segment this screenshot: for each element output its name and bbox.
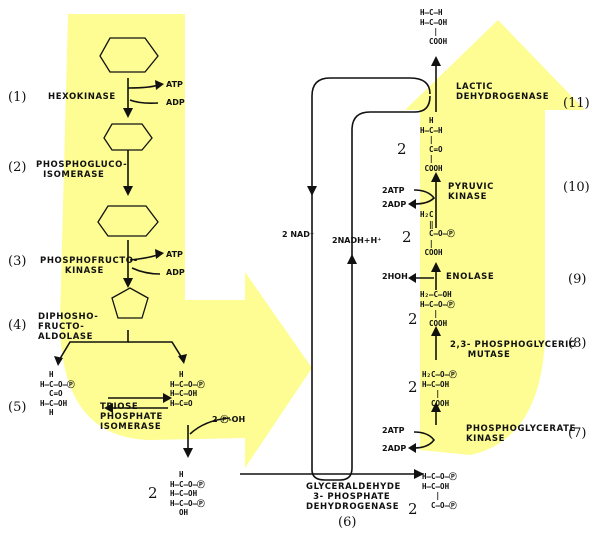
enzyme-label-g3p-dehydrogenase: GLYCERALDEHYDE 3- PHOSPHATE DEHYDROGENAS… — [306, 482, 401, 512]
enzyme-label-phosphoglucoisomerase: PHOSPHOGLUCO- ISOMERASE — [36, 160, 128, 180]
cofactor-adp-1: ADP — [166, 98, 185, 107]
step-number-11: (11) — [563, 96, 590, 111]
molecule-pyruvate: H H–C–H | C=O | COOH — [420, 116, 443, 173]
enzyme-label-lactic-dehydrogenase: LACTIC DEHYDROGENASE — [456, 82, 550, 102]
coefficient-pep: 2 — [402, 228, 412, 246]
step-number-9: (9) — [568, 272, 587, 287]
step-number-4: (4) — [8, 318, 27, 333]
cofactor-nadh: 2NADH+H⁺ — [332, 236, 382, 245]
coefficient-g3p: 2 — [148, 484, 158, 502]
enzyme-label-enolase: ENOLASE — [446, 272, 495, 282]
enzyme-label-triose-isomerase: TRIOSE PHOSPHATE ISOMERASE — [100, 402, 163, 432]
cofactor-water-9: 2HOH — [382, 272, 408, 281]
molecule-13-bisphosphoglycerate: H–C–O–Ⓟ H–C–OH | C–O–Ⓟ — [422, 472, 457, 510]
molecule-lactate: H–C–H H–C–OH | COOH — [420, 8, 448, 46]
molecule-pep: H₂C ‖ C–O–Ⓟ | COOH — [420, 210, 455, 257]
enzyme-label-aldolase: DIPHOSHO- FRUCTO- ALDOLASE — [38, 312, 99, 342]
cofactor-nad: 2 NAD⁺ — [282, 230, 315, 239]
step-number-7: (7) — [568, 426, 587, 441]
highlight-arrow-right — [405, 20, 585, 455]
cofactor-adp-3: ADP — [166, 268, 185, 277]
cofactor-atp-3: ATP — [166, 250, 183, 259]
cofactor-phosphate-5: 2 Ⓟ-OH — [212, 415, 246, 424]
coefficient-13bpg: 2 — [408, 500, 418, 518]
glucose-ring — [99, 37, 159, 73]
step-number-10: (10) — [563, 180, 590, 195]
step-number-3: (3) — [8, 254, 27, 269]
enzyme-label-phosphofructokinase: PHOSPHOFRUCTO- KINASE — [40, 256, 138, 276]
f16bp-ring — [111, 287, 149, 319]
molecule-dhap: H H–C–O–Ⓟ C=O H–C–OH H — [40, 370, 75, 417]
enzyme-label-pyruvic-kinase: PYRUVIC KINASE — [448, 182, 495, 202]
step-number-5: (5) — [8, 400, 27, 415]
f6p-ring — [97, 205, 159, 237]
g6p-ring — [103, 123, 153, 151]
molecule-glyceraldehyde-3p: H H–C–O–Ⓟ H–C–OH H–C–O–Ⓟ OH — [170, 470, 205, 517]
enzyme-label-mutase: 2,3- PHOSPHOGLYCERIC MUTASE — [450, 340, 576, 360]
molecule-ga3p: H H–C–O–Ⓟ H–C–OH H–C=O — [170, 370, 205, 408]
cofactor-adp-10: 2ADP — [382, 200, 407, 209]
cofactor-atp-1: ATP — [166, 80, 183, 89]
step-number-2: (2) — [8, 160, 27, 175]
coefficient-pyruvate: 2 — [397, 140, 407, 158]
step-number-1: (1) — [8, 90, 27, 105]
coefficient-3pg: 2 — [408, 378, 418, 396]
cofactor-adp-7: 2ADP — [382, 444, 407, 453]
cofactor-atp-7: 2ATP — [382, 426, 405, 435]
step-number-6: (6) — [338, 515, 357, 530]
highlight-arrow-left — [60, 14, 312, 468]
coefficient-2pg: 2 — [408, 310, 418, 328]
step-number-8: (8) — [568, 336, 587, 351]
molecule-3-phosphoglycerate: H₂C–O–Ⓟ H–C–OH | COOH — [422, 370, 457, 408]
molecule-2-phosphoglycerate: H₂–C–OH H–C–O–Ⓟ | COOH — [420, 290, 455, 328]
cofactor-atp-10: 2ATP — [382, 186, 405, 195]
enzyme-label-hexokinase: HEXOKINASE — [48, 92, 116, 102]
enzyme-label-phosphoglycerate-kinase: PHOSPHOGLYCERATE KINASE — [466, 424, 576, 444]
